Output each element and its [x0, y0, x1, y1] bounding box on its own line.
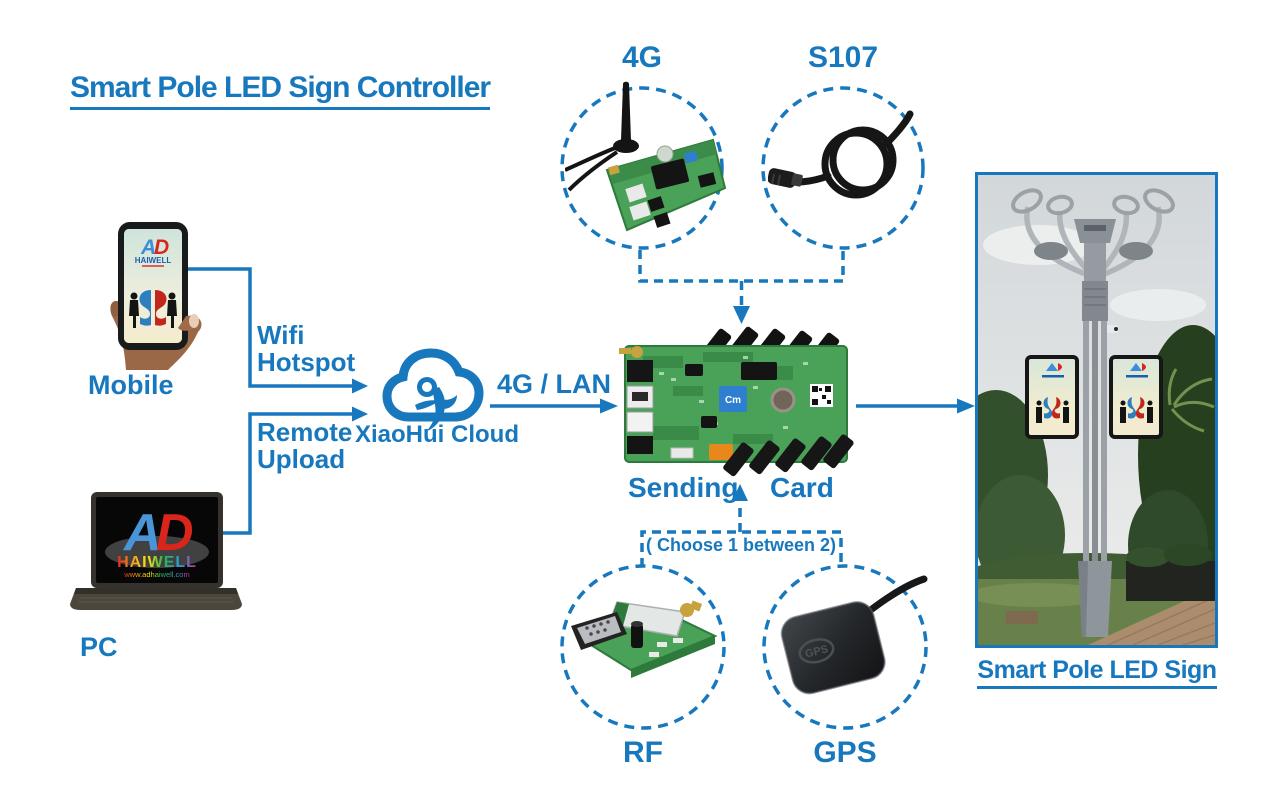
laptop-brand-text: HAIWELL: [117, 554, 197, 571]
sending-card-image: Cm: [619, 326, 854, 477]
4g-module-image: [565, 81, 727, 232]
module-rf-label: RF: [623, 736, 663, 769]
card-antenna-jack: [631, 346, 643, 358]
card-bottom-connectors: [723, 434, 854, 477]
circle-4g-module: [560, 86, 724, 250]
svg-text:A: A: [140, 236, 156, 259]
arrowhead-wan: [600, 398, 618, 414]
phone-logo-ad: A D HAIWELL: [135, 236, 172, 267]
cloud-figure-glyph: [415, 377, 457, 431]
module-s107-label: S107: [807, 41, 879, 74]
sending-card-label-word2: Card: [770, 472, 834, 503]
card-power-block: [627, 360, 653, 382]
module-gps-label: GPS: [813, 736, 877, 769]
arrowhead-bottom-up: [732, 484, 748, 501]
module-4g-label: 4G: [621, 41, 663, 74]
laptop-logo: A D HAIWELL www.adhaiwell.com: [117, 504, 197, 579]
card-round-component: [772, 389, 794, 411]
circle-rf-module: [560, 564, 726, 730]
arrowhead-wifi: [352, 378, 368, 394]
photo-led-screens: [1025, 355, 1163, 439]
gps-embossed-text: GPS: [804, 643, 829, 660]
wifi-hotspot-label: Wifi Hotspot: [257, 320, 356, 378]
card-cpu: [719, 386, 747, 412]
wan-link-label: 4G / LAN: [496, 369, 611, 399]
dashed-bracket-top: [638, 250, 845, 305]
circle-s107-module: [761, 86, 925, 250]
s107-connector: [768, 168, 803, 188]
photo-brick-path: [1088, 587, 1215, 645]
circle-gps-module: [762, 564, 928, 730]
dashed-bracket-bottom: [640, 502, 843, 567]
sign-caption: Smart Pole LED Sign: [962, 657, 1232, 689]
pc-label: PC: [80, 632, 118, 662]
smart-pole-photo: [975, 172, 1218, 648]
arrowhead-to-pole: [957, 398, 975, 414]
card-cpu-text: Cm: [725, 395, 741, 406]
mobile-phone-image: A D HAIWELL: [110, 222, 202, 370]
phone-screen-art: [129, 290, 177, 328]
arrowhead-remote: [352, 406, 368, 422]
sending-card-label-word1: Sending: [628, 472, 739, 503]
4g-antenna: [621, 81, 631, 140]
card-orange-connector: [709, 444, 733, 460]
laptop-website-text: www.adhaiwell.com: [123, 570, 189, 579]
pc-laptop-image: A D HAIWELL www.adhaiwell.com: [70, 492, 242, 610]
rf-module-image: [571, 600, 718, 678]
photo-planter: [1126, 561, 1215, 601]
card-qr-code: [810, 384, 833, 407]
svg-text:D: D: [154, 236, 169, 259]
rf-db9-connector: [571, 612, 627, 650]
rf-capacitor: [631, 624, 643, 648]
cloud-label: XiaoHui Cloud: [355, 421, 519, 448]
card-lan-port: [626, 411, 654, 433]
gps-antenna-image: GPS: [780, 575, 928, 695]
phone-brand-text: HAIWELL: [135, 256, 172, 265]
wire-mobile-to-cloud: [181, 267, 352, 388]
wire-pc-to-cloud: [216, 412, 352, 535]
mobile-label: Mobile: [88, 370, 174, 400]
arrowhead-top-down: [733, 306, 750, 324]
svg-text:A: A: [122, 504, 162, 562]
xiaohui-cloud-icon: [382, 348, 484, 431]
choose-note: ( Choose 1 between 2): [645, 535, 837, 555]
remote-upload-label: Remote Upload: [257, 417, 353, 475]
s107-cable-image: [768, 110, 914, 199]
gps-cable: [868, 575, 928, 613]
svg-text:D: D: [156, 504, 194, 562]
laptop-screen: [96, 497, 218, 583]
page-title: Smart Pole LED Sign Controller: [70, 72, 491, 111]
photo-pole: [1011, 188, 1175, 637]
